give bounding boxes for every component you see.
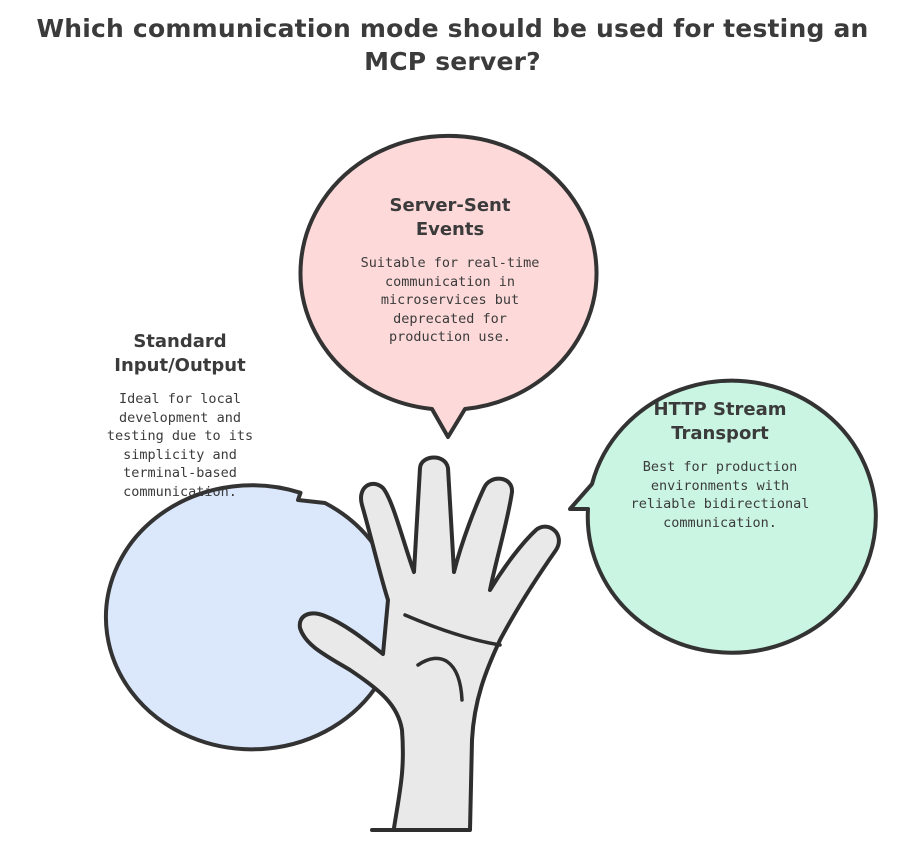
option-stdio-desc-line: communication. xyxy=(123,483,237,500)
option-sse-description: Suitable for real-time communication in … xyxy=(350,254,550,347)
option-http-desc-line: reliable bidirectional xyxy=(630,496,810,512)
bubble-sse-shape xyxy=(298,133,599,439)
hand-illustration xyxy=(297,455,561,832)
page-title: Which communication mode should be used … xyxy=(36,14,869,76)
option-stdio: Standard Input/Output Ideal for local de… xyxy=(95,330,265,501)
hand-shape xyxy=(297,455,561,832)
bubble-sse xyxy=(298,133,599,439)
option-stdio-description: Ideal for local development and testing … xyxy=(95,390,265,501)
option-http-desc-line: Best for production xyxy=(642,459,798,475)
option-sse-desc-line: Suitable for real-time xyxy=(360,255,540,271)
option-stdio-desc-line: development and xyxy=(119,409,241,426)
option-http-desc-line: communication. xyxy=(663,514,777,531)
bubble-stdio-shape xyxy=(103,483,400,752)
option-http-heading-line1: HTTP Stream xyxy=(653,399,787,420)
option-stdio-heading: Standard Input/Output xyxy=(95,330,265,378)
option-http-heading: HTTP Stream Transport xyxy=(630,398,810,446)
option-http-description: Best for production environments with re… xyxy=(630,458,810,532)
option-sse-desc-line: communication in xyxy=(384,273,516,290)
option-http-desc-line: environments with xyxy=(650,477,790,494)
option-http-heading-line2: Transport xyxy=(671,423,769,444)
option-stdio-heading-line2: Input/Output xyxy=(114,355,246,376)
option-sse-desc-line: microservices but xyxy=(380,292,520,308)
option-http: HTTP Stream Transport Best for productio… xyxy=(630,398,810,532)
option-stdio-heading-line1: Standard xyxy=(133,331,227,352)
bubble-stdio xyxy=(103,483,400,752)
palm-line-upper xyxy=(403,613,502,647)
option-sse-heading: Server-Sent Events xyxy=(350,194,550,242)
option-sse: Server-Sent Events Suitable for real-tim… xyxy=(350,194,550,347)
palm-line-lower xyxy=(416,656,464,702)
option-sse-heading-line1: Server-Sent xyxy=(389,195,511,216)
option-stdio-desc-line: testing due to its xyxy=(106,428,254,444)
option-stdio-desc-line: simplicity and xyxy=(123,446,237,463)
bubble-http xyxy=(568,378,878,655)
option-stdio-desc-line: Ideal for local xyxy=(119,391,241,407)
bubble-http-shape xyxy=(568,378,878,655)
option-sse-desc-line: deprecated for xyxy=(393,310,507,327)
option-sse-desc-line: production use. xyxy=(389,329,511,345)
option-sse-heading-line2: Events xyxy=(415,219,485,240)
option-stdio-desc-line: terminal-based xyxy=(123,465,237,481)
